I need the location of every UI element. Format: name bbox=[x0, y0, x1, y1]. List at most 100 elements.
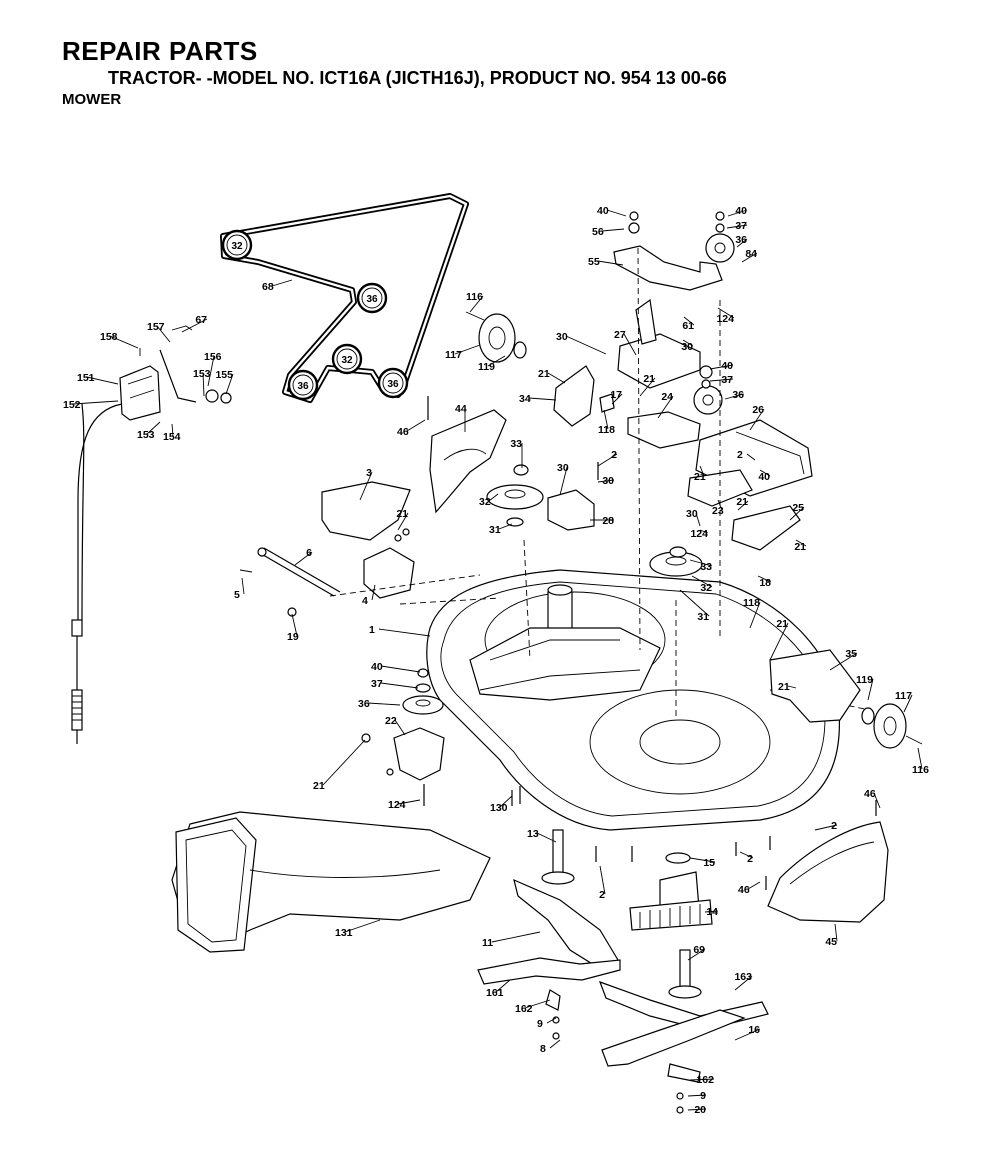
pulley-label: 32 bbox=[231, 241, 243, 252]
part-number-label: 46 bbox=[397, 426, 409, 438]
callout-leader-line bbox=[498, 523, 513, 530]
part-number-label: 40 bbox=[371, 661, 383, 673]
callout-leader-line bbox=[739, 851, 754, 859]
pulley-label: 36 bbox=[366, 294, 378, 305]
callout-leader-line bbox=[380, 682, 419, 689]
callout-leader-line bbox=[271, 279, 293, 287]
part-number-label: 21 bbox=[736, 496, 748, 508]
part-number-label: 46 bbox=[738, 884, 750, 896]
callout-leader-line bbox=[623, 333, 637, 356]
part-number-label: 16 bbox=[748, 1024, 760, 1036]
part-number-label: 2 bbox=[831, 820, 837, 832]
part-number-label: 40 bbox=[597, 205, 609, 217]
mower-blades bbox=[477, 878, 769, 1114]
part-number-label: 30 bbox=[686, 508, 698, 520]
callout-leader-line bbox=[687, 1108, 707, 1111]
part-number-label: 61 bbox=[682, 320, 694, 332]
part-number-label: 153 bbox=[137, 429, 155, 441]
callout-leader-line bbox=[559, 466, 568, 496]
belt-pulley-bottom-left-hub bbox=[292, 374, 314, 396]
callout-leader-line bbox=[597, 453, 618, 467]
part-number-label: 30 bbox=[681, 341, 693, 353]
callout-leader-line bbox=[603, 409, 609, 430]
part-number-label: 124 bbox=[388, 799, 406, 811]
callout-leader-line bbox=[695, 512, 701, 527]
part-number-label: 67 bbox=[195, 314, 207, 326]
callout-leader-line bbox=[171, 423, 174, 437]
callout-leader-line bbox=[528, 397, 557, 401]
section-label: MOWER bbox=[62, 91, 122, 108]
callout-leader-line bbox=[241, 577, 245, 595]
part-number-label: 44 bbox=[455, 403, 467, 415]
part-number-label: 20 bbox=[694, 1104, 706, 1116]
callout-leader-line bbox=[397, 799, 421, 805]
callout-leader-line bbox=[699, 529, 709, 534]
idler-brackets bbox=[613, 211, 813, 551]
callout-leader-line bbox=[903, 694, 913, 713]
callout-leader-line bbox=[829, 652, 858, 671]
callout-leader-line bbox=[736, 238, 748, 248]
callout-leader-line bbox=[487, 355, 506, 367]
spindle-assemblies bbox=[541, 829, 713, 999]
callout-leader-line bbox=[717, 307, 735, 319]
part-number-label: 23 bbox=[712, 505, 724, 517]
callout-leader-line bbox=[689, 857, 716, 863]
part-number-label: 36 bbox=[358, 698, 370, 710]
part-number-label: 69 bbox=[693, 944, 705, 956]
belt-pulley-upper-right-hub bbox=[361, 287, 383, 309]
callout-leader-line bbox=[709, 364, 734, 370]
part-number-label: 34 bbox=[519, 393, 531, 405]
belt-68 bbox=[220, 193, 469, 403]
part-number-label: 154 bbox=[163, 431, 181, 443]
part-number-label: 117 bbox=[445, 349, 462, 361]
part-number-label: 17 bbox=[610, 389, 622, 401]
belt-pulley-upper-right: 36 bbox=[356, 282, 388, 314]
part-number-label: 33 bbox=[510, 438, 522, 450]
part-number-label: 117 bbox=[895, 690, 912, 702]
callout-leader-line bbox=[699, 465, 705, 477]
callout-leader-line bbox=[322, 739, 366, 786]
part-number-label: 21 bbox=[538, 368, 550, 380]
callout-leader-line bbox=[371, 584, 376, 601]
model-subtitle: TRACTOR- -MODEL NO. ICT16A (JICTH16J), P… bbox=[108, 68, 727, 88]
part-number-label: 27 bbox=[614, 329, 626, 341]
callout-leader-line bbox=[639, 377, 656, 397]
belt-pulley-center-hub bbox=[336, 348, 358, 370]
callout-leader-line bbox=[704, 910, 719, 913]
callout-leader-line bbox=[495, 979, 511, 993]
callout-leader-line bbox=[687, 948, 706, 961]
right-idler-arm bbox=[769, 649, 923, 749]
callout-leader-line bbox=[547, 372, 566, 384]
callout-leader-line bbox=[747, 881, 761, 890]
callout-leader-line bbox=[469, 295, 484, 313]
callout-leader-line bbox=[873, 792, 881, 809]
callout-leader-line bbox=[834, 923, 838, 942]
pulley-label: 32 bbox=[341, 355, 353, 366]
part-number-label: 21 bbox=[396, 508, 408, 520]
part-number-label: 28 bbox=[602, 515, 614, 527]
part-number-label: 156 bbox=[204, 351, 222, 363]
belt-pulley-bottom-right: 36 bbox=[377, 367, 409, 399]
part-number-label: 30 bbox=[556, 331, 568, 343]
callout-leader-line bbox=[734, 975, 753, 991]
part-number-label: 118 bbox=[598, 424, 615, 436]
callout-leader-line bbox=[867, 678, 874, 701]
part-number-label: 21 bbox=[694, 471, 706, 483]
callout-leader-line bbox=[394, 719, 406, 736]
part-number-label: 153 bbox=[193, 368, 211, 380]
part-number-label: 36 bbox=[732, 389, 744, 401]
part-number-label: 116 bbox=[466, 291, 483, 303]
callout-leader-line bbox=[814, 824, 838, 831]
part-number-label: 130 bbox=[490, 802, 508, 814]
part-number-label: 5 bbox=[234, 589, 240, 601]
part-number-label: 8 bbox=[540, 1043, 546, 1055]
part-number-label: 9 bbox=[700, 1090, 706, 1102]
callout-leader-line bbox=[601, 228, 625, 232]
part-number-label: 40 bbox=[758, 471, 770, 483]
idler-pulley-upper bbox=[465, 311, 527, 363]
callout-leader-line bbox=[749, 601, 761, 629]
callout-leader-line bbox=[536, 832, 557, 843]
callout-leader-line bbox=[367, 702, 401, 706]
